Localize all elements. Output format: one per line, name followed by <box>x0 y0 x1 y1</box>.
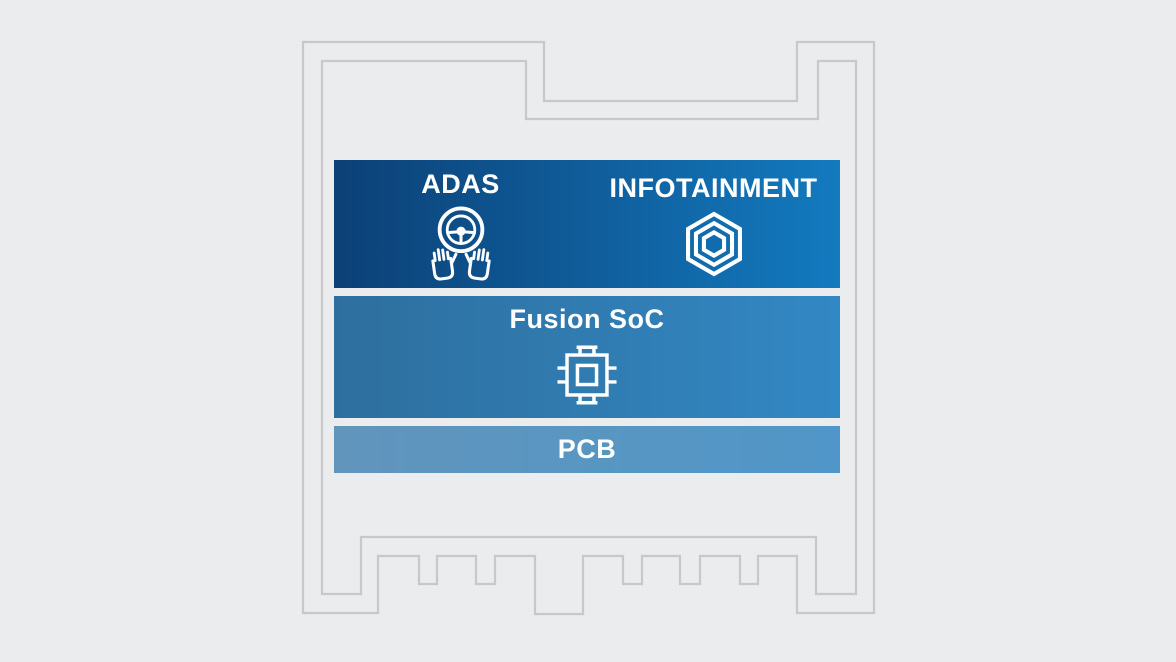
infotainment-label: INFOTAINMENT <box>609 172 818 203</box>
steering-wheel-hands-icon <box>430 205 491 281</box>
adas-section: ADAS <box>334 167 587 282</box>
package-inner-contour <box>320 59 858 596</box>
infotainment-section: INFOTAINMENT <box>587 171 840 278</box>
package-outer-contour <box>301 40 876 616</box>
top-bar-adas-infotainment: ADAS <box>334 160 840 288</box>
fusion-soc-bar: Fusion SoC <box>334 296 840 418</box>
fusion-soc-label: Fusion SoC <box>509 304 665 334</box>
soc-chip-icon <box>557 345 617 405</box>
adas-label: ADAS <box>421 168 500 199</box>
nested-hexagons-icon <box>685 211 742 276</box>
pcb-label: PCB <box>557 434 617 464</box>
pcb-bar: PCB <box>334 426 840 473</box>
